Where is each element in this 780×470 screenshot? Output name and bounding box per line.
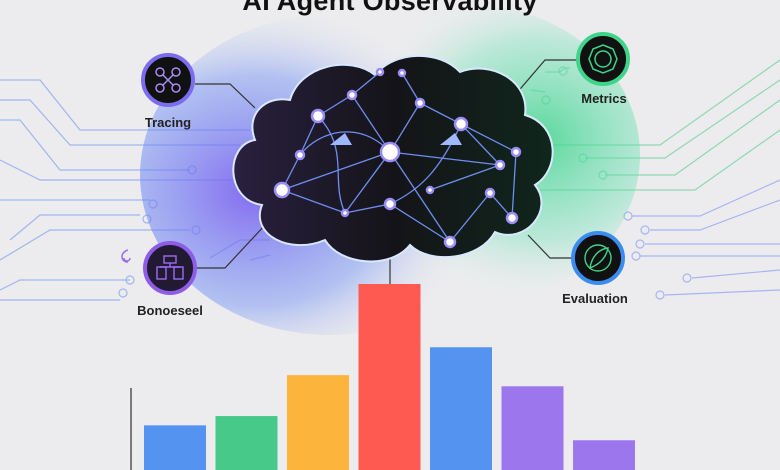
polygon-target-icon (588, 44, 618, 74)
bar-5 (430, 347, 492, 470)
flowchart-icon (156, 255, 184, 280)
module-label-bonoeseel: Bonoeseel (137, 303, 203, 318)
network-nodes-icon (155, 67, 181, 93)
leaf-icon (584, 244, 612, 272)
module-label-tracing: Tracing (144, 115, 192, 130)
module-label-metrics: Metrics (581, 91, 627, 106)
module-evaluation-icon[interactable] (571, 231, 625, 285)
module-bonoeseel-icon[interactable] (143, 241, 197, 295)
neural-network (281, 71, 517, 243)
bar-6 (501, 386, 564, 470)
bar-2 (215, 416, 278, 470)
bar-group (144, 284, 635, 470)
bar-3 (287, 375, 349, 470)
bar-1 (144, 425, 206, 470)
page-title: AI Agent Observability (242, 0, 538, 16)
bar-7 (573, 440, 635, 470)
eye-shapes (330, 133, 462, 145)
module-metrics-icon[interactable] (576, 32, 630, 86)
bar-4 (358, 284, 421, 470)
module-tracing-icon[interactable] (141, 53, 195, 107)
circuit-lines-right-lower (623, 179, 780, 300)
network-nodes (273, 67, 522, 249)
spiral-icon (121, 249, 131, 263)
module-label-evaluation: Evaluation (562, 291, 628, 306)
